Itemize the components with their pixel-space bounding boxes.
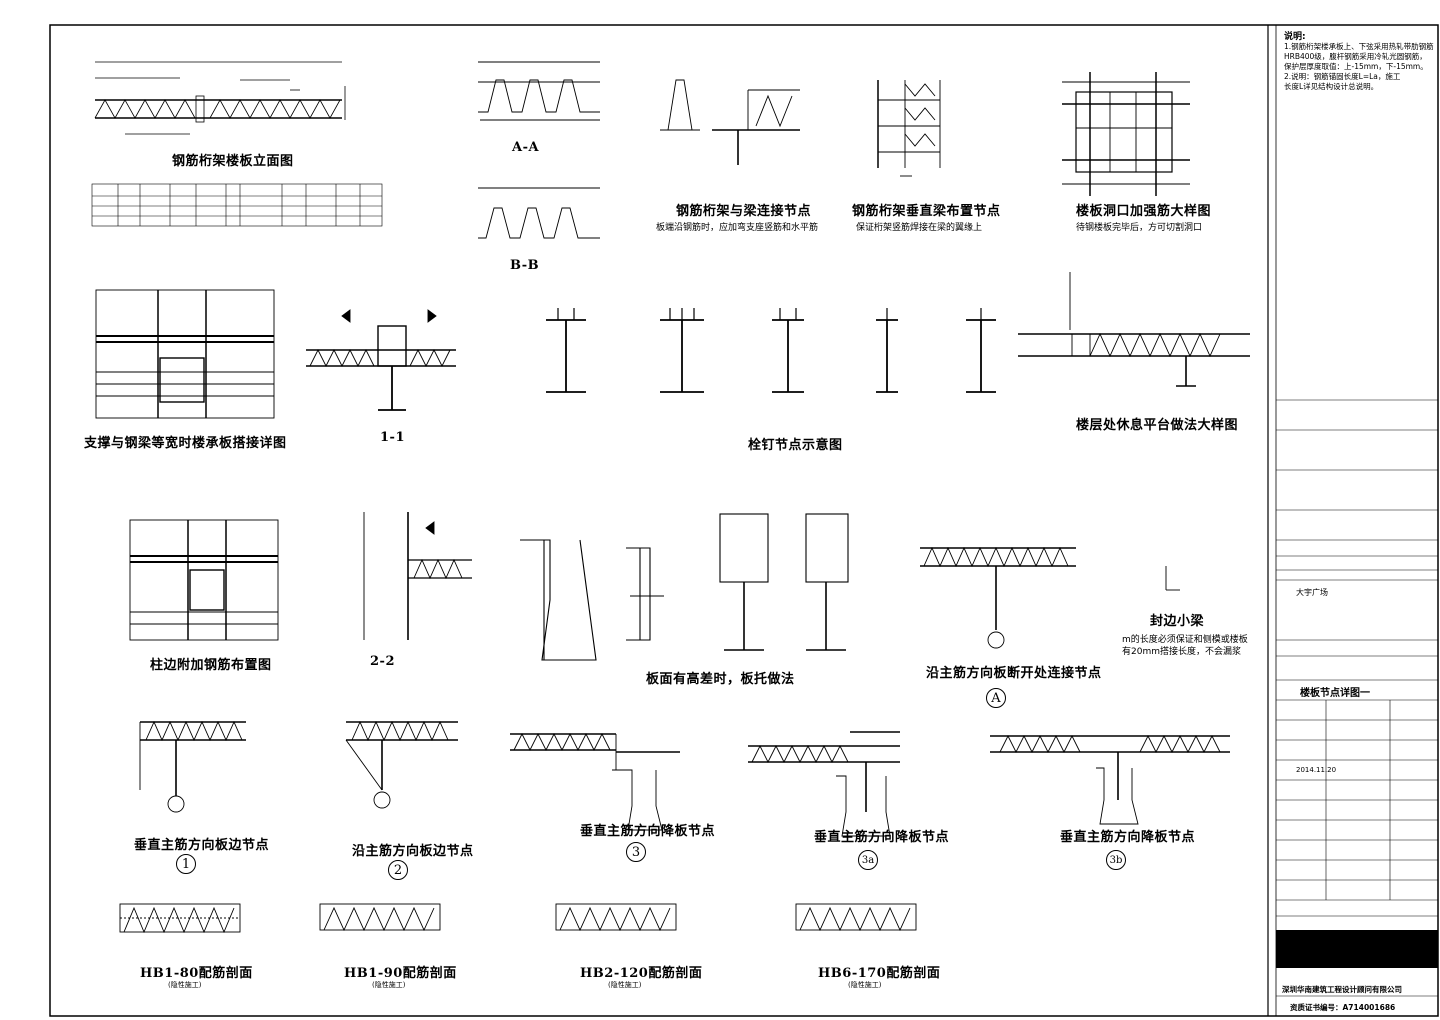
node-3b-drawing	[990, 734, 1230, 825]
note-line-3: 保护层厚度取值：上-15mm，下-15mm。	[1284, 62, 1428, 71]
caption-section-b-b: B-B	[510, 258, 540, 273]
node-2-drawing	[345, 720, 458, 809]
caption-node-3: 垂直主筋方向降板节点	[580, 824, 716, 839]
stud-details-drawing	[546, 308, 996, 393]
caption-section-a-a: A-A	[512, 140, 540, 155]
subcaption-edge-beam-2: 有20mm搭接长度，不会漏浆	[1122, 647, 1241, 657]
caption-hb2-120: HB2-120配筋剖面	[580, 966, 703, 981]
slab-break-drawing	[920, 546, 1180, 649]
subcaption-hb6-170: (隐性施工)	[848, 981, 882, 989]
node-1-drawing	[139, 720, 246, 813]
subcaption-edge-beam-1: m的长度必须保证和侧模或楼板	[1122, 635, 1248, 645]
slab-step-drawing	[520, 513, 849, 661]
tb-date: 2014.11.20	[1296, 766, 1337, 774]
note-line-2: HRB400级，腹杆钢筋采用冷轧光圆钢筋，	[1284, 52, 1427, 61]
note-line-1: 1.钢筋桁架楼承板上、下弦采用热轧带肋钢筋	[1284, 42, 1434, 51]
note-line-5: 长度L详见结构设计总说明。	[1284, 82, 1379, 91]
caption-node-3a: 垂直主筋方向降板节点	[814, 830, 950, 845]
notes-block: 说明: 1.钢筋桁架楼承板上、下弦采用热轧带肋钢筋 HRB400级，腹杆钢筋采用…	[1284, 32, 1434, 92]
caption-hb6-170: HB6-170配筋剖面	[818, 966, 941, 981]
marker-a: A	[986, 688, 1006, 708]
caption-edge-beam: 封边小梁	[1150, 614, 1205, 629]
notes-title: 说明:	[1284, 32, 1306, 42]
caption-support-splice: 支撑与钢梁等宽时楼承板搭接详图	[84, 436, 287, 451]
caption-node-2: 沿主筋方向板边节点	[352, 844, 474, 859]
tb-company: 深圳华南建筑工程设计顾问有限公司	[1282, 985, 1402, 994]
subcaption-truss-vertical-beam: 保证桁架竖筋焊接在梁的翼缘上	[856, 223, 983, 233]
subcaption-truss-beam-connection: 板端沿钢筋时，应加弯支座竖筋和水平筋	[656, 223, 819, 233]
tb-drawing-name: 楼板节点详图一	[1300, 688, 1370, 699]
caption-hb1-80: HB1-80配筋剖面	[140, 966, 253, 981]
marker-3b: 3b	[1106, 850, 1126, 870]
marker-3a: 3a	[858, 850, 878, 870]
marker-3: 3	[626, 842, 646, 862]
rebar-sections-drawing	[119, 903, 917, 934]
section-2-2-drawing	[363, 512, 472, 640]
subcaption-slab-opening: 待钢楼板完毕后，方可切割洞口	[1076, 223, 1203, 233]
support-splice-drawing	[95, 289, 275, 419]
caption-slab-step: 板面有高差时，板托做法	[646, 672, 795, 687]
caption-section-2-2: 2-2	[370, 654, 395, 669]
subcaption-hb1-80: (隐性施工)	[168, 981, 202, 989]
caption-node-1: 垂直主筋方向板边节点	[134, 838, 270, 853]
caption-hb1-90: HB1-90配筋剖面	[344, 966, 457, 981]
node-3a-drawing	[748, 731, 900, 837]
caption-column-rebar: 柱边附加钢筋布置图	[150, 658, 272, 673]
section-1-1-drawing	[306, 309, 456, 411]
note-line-4: 2.说明：钢筋锚固长度L=La，施工	[1284, 72, 1401, 81]
rest-platform-drawing	[1018, 272, 1250, 387]
caption-truss-vertical-beam: 钢筋桁架垂直梁布置节点	[852, 204, 1001, 219]
caption-rest-platform: 楼层处休息平台做法大样图	[1076, 418, 1239, 433]
marker-2: 2	[388, 860, 408, 880]
caption-node-3b: 垂直主筋方向降板节点	[1060, 830, 1196, 845]
node-3-drawing	[510, 732, 680, 831]
caption-slab-break: 沿主筋方向板断开处连接节点	[926, 666, 1102, 681]
tb-project: 大宇广场	[1296, 588, 1328, 597]
caption-stud-details: 栓钉节点示意图	[748, 438, 843, 453]
truss-elevation-drawing	[94, 61, 346, 135]
title-block	[1276, 399, 1438, 997]
truss-spec-table	[91, 183, 383, 227]
truss-vertical-beam-drawing	[877, 80, 941, 177]
truss-beam-connection-drawing	[660, 79, 800, 165]
subcaption-hb2-120: (隐性施工)	[608, 981, 642, 989]
section-b-b-drawing	[478, 187, 600, 239]
subcaption-hb1-90: (隐性施工)	[372, 981, 406, 989]
slab-opening-drawing	[1062, 72, 1190, 196]
column-rebar-drawing	[129, 519, 279, 641]
caption-section-1-1: 1-1	[380, 430, 405, 445]
tb-cert: 资质证书编号：A714001686	[1290, 1003, 1396, 1012]
caption-truss-beam-connection: 钢筋桁架与梁连接节点	[676, 204, 812, 219]
section-a-a-drawing	[478, 61, 600, 121]
marker-1: 1	[176, 854, 196, 874]
caption-slab-opening: 楼板洞口加强筋大样图	[1076, 204, 1212, 219]
caption-truss-elevation: 钢筋桁架楼板立面图	[172, 154, 294, 169]
